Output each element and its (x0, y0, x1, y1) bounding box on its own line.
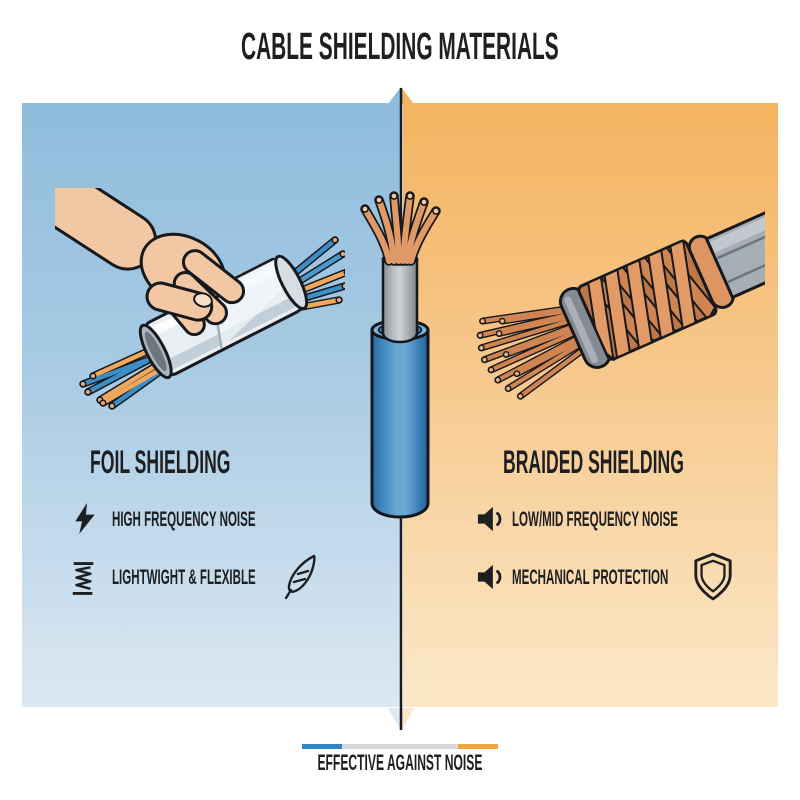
foil-feature-2: LIGHTWIGHT & FLEXIBLE (112, 566, 256, 589)
lightning-bolt-icon (72, 503, 98, 534)
divider-bottom-peak-right (401, 708, 414, 731)
hand (55, 188, 246, 337)
legend-bar-mid-segment (342, 744, 458, 749)
shield-icon (692, 552, 734, 602)
foil-wires-left (79, 344, 169, 410)
foil-shielding-illustration (55, 188, 345, 410)
cable-jacket (370, 328, 430, 519)
speaker-icon (475, 563, 507, 591)
page-title: CABLE SHIELDING MATERIALS (0, 28, 800, 66)
braided-heading: BRAIDED SHIELDING (503, 444, 684, 480)
page-title-text: CABLE SHIELDING MATERIALS (241, 26, 559, 68)
gray-cable (704, 202, 765, 300)
foil-feature-1: HIGH FREQUENCY NOISE (112, 508, 256, 531)
legend-bar-braided-segment (458, 744, 498, 749)
legend-bar (302, 744, 498, 749)
footer-label: EFFECTIVE AGAINST NOISE (317, 750, 483, 775)
divider-top-peak-left (388, 87, 401, 104)
center-cable-illustration (360, 191, 441, 519)
braided-feature-1: LOW/MID FREQUENCY NOISE (512, 508, 678, 531)
cable-copper-wires (360, 191, 441, 266)
feather-icon (281, 552, 321, 600)
legend-bar-foil-segment (302, 744, 342, 749)
coil-spring-icon (69, 560, 97, 597)
braided-feature-2: MECHANICAL PROTECTION (512, 566, 669, 589)
braided-panel (403, 103, 778, 707)
copper-braid (577, 239, 718, 362)
speaker-icon (475, 505, 507, 533)
cable-shield-layer (381, 257, 419, 344)
copper-strands (476, 304, 591, 400)
divider-bottom-peak-left (388, 708, 401, 731)
braided-shielding-illustration (476, 202, 765, 400)
divider-top-peak-right (401, 87, 414, 104)
foil-heading: FOIL SHIELDING (90, 444, 231, 480)
thumb-nail (193, 292, 213, 308)
